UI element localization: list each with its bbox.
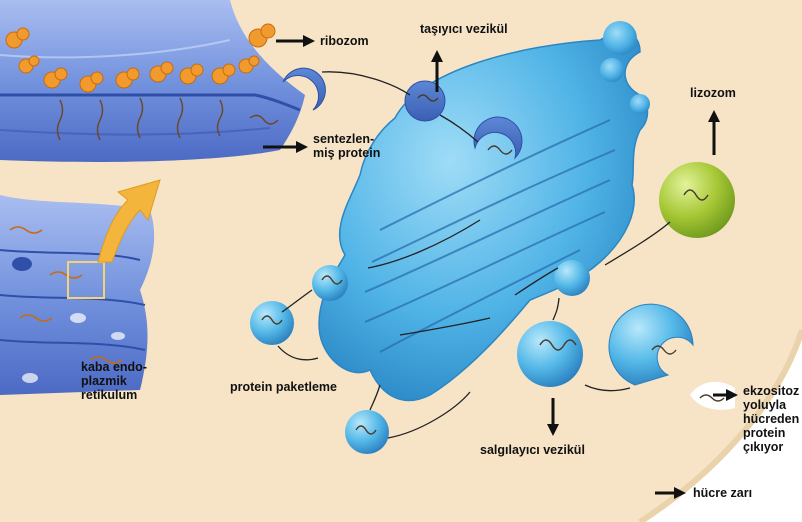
label-ekzositoz: ekzositoz yoluyla hücreden protein çıkıy… — [743, 384, 799, 454]
label-ribozom: ribozom — [320, 34, 369, 48]
label-salgilayici-vezikul: salgılayıcı vezikül — [480, 443, 585, 457]
label-tasiyici-vezikul: taşıyıcı vezikül — [420, 22, 508, 36]
label-line: miş protein — [313, 146, 380, 160]
label-line: plazmik — [81, 374, 147, 388]
label-hucre-zari: hücre zarı — [693, 486, 752, 500]
label-lizozom: lizozom — [690, 86, 736, 100]
label-line: sentezlen- — [313, 132, 380, 146]
label-line: protein — [743, 426, 799, 440]
label-line: çıkıyor — [743, 440, 799, 454]
label-line: hücreden — [743, 412, 799, 426]
label-kaba-endoplazmik-retikulum: kaba endo- plazmik retikulum — [81, 360, 147, 402]
label-protein-paketleme: protein paketleme — [230, 380, 337, 394]
label-line: kaba endo- — [81, 360, 147, 374]
label-line: retikulum — [81, 388, 147, 402]
label-line: yoluyla — [743, 398, 799, 412]
label-line: ekzositoz — [743, 384, 799, 398]
label-sentezlenmis-protein: sentezlen- miş protein — [313, 132, 380, 160]
